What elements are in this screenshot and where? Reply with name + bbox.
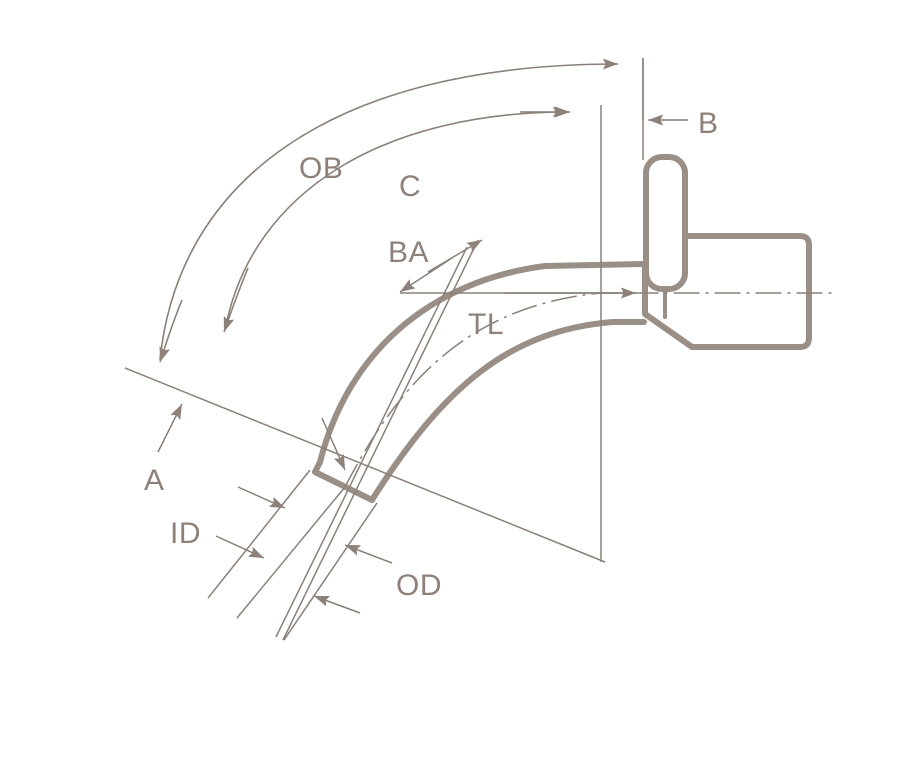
construction-lines-group <box>124 58 644 641</box>
od-extension-line <box>283 502 378 641</box>
id-extension-line-2 <box>207 469 311 599</box>
label-ob: OB <box>299 152 343 185</box>
tube-outer-wall <box>312 261 647 475</box>
diagonal-tangent-upper <box>124 367 606 563</box>
ba-arrow-down-left <box>399 257 453 293</box>
dimension-labels-group: OB C BA TL A ID OD B <box>144 107 719 602</box>
tube-bore-arrow <box>321 417 346 471</box>
label-b: B <box>698 107 719 140</box>
od-arrow-lower <box>313 595 361 614</box>
label-c: C <box>399 170 421 203</box>
tube-centerline <box>344 292 837 488</box>
dimension-arcs-group <box>159 58 619 363</box>
label-a: A <box>144 464 165 497</box>
id-extension-line-1 <box>236 486 346 619</box>
label-tl: TL <box>468 308 504 341</box>
label-ba: BA <box>388 236 429 269</box>
label-od: OD <box>396 569 442 602</box>
a-leader-arrow <box>157 403 183 453</box>
id-arrow-lower <box>215 535 265 559</box>
label-id: ID <box>170 517 201 550</box>
od-arrow-upper <box>344 544 393 564</box>
leader-lines-group <box>157 106 688 614</box>
bend-angle-leg-line-2 <box>275 246 468 638</box>
tube-end-cap <box>312 469 375 503</box>
c-dimension-arc <box>224 106 569 331</box>
tube-inner-wall <box>369 319 647 503</box>
ob-dimension-arc-start-arrow <box>159 299 183 363</box>
bend-angle-leg-line <box>282 239 479 641</box>
ob-dimension-arc <box>159 58 619 361</box>
tube-body-group <box>312 261 647 503</box>
id-arrow-upper <box>237 486 286 509</box>
c-dimension-arc-start-arrow <box>223 267 249 333</box>
nut-body <box>642 233 812 350</box>
centerline-group <box>344 292 837 488</box>
ba-arrow-up-right <box>427 239 483 273</box>
